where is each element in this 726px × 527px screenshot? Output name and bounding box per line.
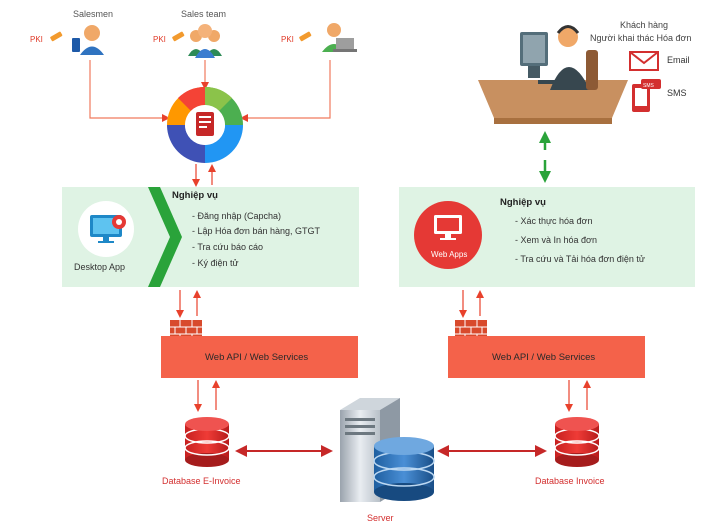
pki-label-3: PKI — [281, 35, 294, 44]
right-item-1: - Xác thực hóa đơn — [515, 216, 592, 226]
server-label: Server — [367, 513, 394, 523]
pki-label-1: PKI — [30, 35, 43, 44]
right-business-panel: Web Apps Nghiệp vụ - Xác thực hóa đơn - … — [399, 187, 695, 287]
pki-label-2: PKI — [153, 35, 166, 44]
desktop-app-icon — [78, 201, 134, 257]
email-label: Email — [667, 55, 690, 65]
salesman-icon — [72, 25, 104, 55]
database-einvoice-label: Database E-Invoice — [162, 476, 241, 486]
left-item-1: - Đăng nhập (Capcha) — [192, 211, 281, 221]
customer-label-line1: Khách hàng — [620, 20, 668, 30]
database-invoice-icon — [554, 417, 600, 467]
sales-team-label: Sales team — [181, 9, 226, 19]
api-db-arrows — [194, 380, 591, 412]
usb-key-icon — [299, 31, 312, 42]
right-panel-title: Nghiệp vụ — [500, 197, 546, 208]
sales-team-user: Sales team PKI — [153, 9, 226, 58]
panel-api-arrows — [176, 290, 484, 318]
right-item-2: - Xem và In hóa đơn — [515, 235, 597, 245]
laptop-user-icon — [322, 23, 357, 52]
left-item-4: - Ký điện tử — [192, 258, 239, 268]
web-api-left-label: Web API / Web Services — [205, 352, 308, 363]
web-api-left: Web API / Web Services — [161, 336, 358, 378]
user-connectors — [89, 60, 331, 122]
web-api-right: Web API / Web Services — [448, 336, 645, 378]
server-icon — [340, 398, 435, 502]
email-icon — [629, 51, 659, 71]
sms-label: SMS — [667, 88, 687, 98]
left-item-2: - Lập Hóa đơn bán hàng, GTGT — [192, 226, 320, 236]
database-einvoice-icon — [184, 417, 230, 467]
customer-desk-illustration — [478, 25, 628, 124]
sms-icon-text: SMS — [643, 83, 655, 89]
salesmen-user: Salesmen PKI — [30, 9, 113, 55]
sms-phone-icon: SMS — [632, 79, 661, 112]
hub-panel-arrows — [192, 164, 216, 187]
left-item-3: - Tra cứu báo cáo — [192, 242, 263, 252]
pki-user: PKI — [281, 23, 357, 52]
right-item-3: - Tra cứu và Tải hóa đơn điện tử — [515, 254, 645, 264]
left-panel-title: Nghiệp vụ — [172, 190, 218, 201]
web-apps-label: Web Apps — [431, 250, 467, 259]
team-icon — [188, 24, 222, 58]
usb-key-icon — [172, 31, 185, 42]
web-api-right-label: Web API / Web Services — [492, 352, 595, 363]
process-cycle-icon — [167, 86, 243, 163]
left-business-panel: Desktop App Nghiệp vụ - Đăng nhập (Capch… — [62, 187, 359, 287]
usb-key-icon — [50, 31, 63, 42]
web-apps-icon — [414, 201, 482, 269]
customer-label-line2: Người khai thác Hóa đơn — [590, 33, 691, 43]
salesmen-label: Salesmen — [73, 9, 113, 19]
desktop-app-label: Desktop App — [74, 262, 125, 272]
database-invoice-label: Database Invoice — [535, 476, 605, 486]
